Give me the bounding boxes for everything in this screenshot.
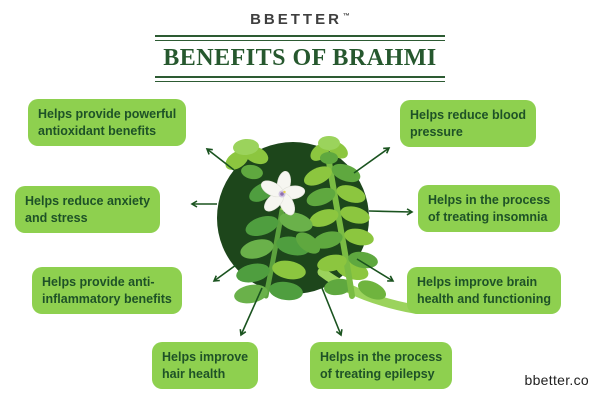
benefit-line: Helps reduce anxiety [25,194,151,208]
brand-logo: BBETTER™ [0,11,600,28]
brand-name: BBETTER [250,11,342,28]
benefit-line: Helps in the process [320,350,443,364]
benefit-line: and stress [25,210,88,225]
website-url: bbetter.co [524,372,589,388]
arrow-epilepsy [321,287,343,337]
benefit-box-brain: Helps improve brain health and functioni… [407,267,562,314]
double-rule-top [155,35,445,41]
benefit-line: Helps provide anti- [42,275,155,289]
benefit-box-blood-pressure: Helps reduce blood pressure [400,100,536,147]
benefit-box-epilepsy: Helps in the process of treating epileps… [310,342,453,389]
white-flower [260,170,306,216]
benefit-box-hair: Helps improve hair health [152,342,259,389]
benefit-line: Helps improve brain [417,275,538,289]
benefit-line: Helps improve [162,350,249,364]
arrow-hair [239,287,263,337]
benefit-box-insomnia: Helps in the process of treating insomni… [418,185,561,232]
benefit-line: inflammatory benefits [42,291,172,306]
benefit-line: of treating insomnia [428,209,548,224]
benefit-line: health and functioning [417,291,552,306]
left-stem [225,138,321,304]
trademark-symbol: ™ [342,13,350,20]
arrow-brain [356,258,395,282]
benefit-line: antioxidant benefits [38,123,157,138]
benefit-line: Helps reduce blood [410,108,526,122]
benefit-box-anxiety: Helps reduce anxiety and stress [15,186,161,233]
benefit-line: pressure [410,124,463,139]
benefit-line: Helps in the process [428,193,551,207]
arrow-insomnia [368,208,414,216]
double-rule-bottom [155,76,445,82]
benefit-line: of treating epilepsy [320,366,435,381]
benefit-line: hair health [162,366,226,381]
arrow-anti-inflammatory [212,264,237,282]
arrow-blood-pressure [353,147,391,174]
title-block: BENEFITS OF BRAHMI [155,35,445,82]
benefit-box-antioxidant: Helps provide powerful antioxidant benef… [28,99,187,146]
benefit-box-anti-inflammatory: Helps provide anti- inflammatory benefit… [32,267,182,314]
right-stem [303,136,378,299]
page-title: BENEFITS OF BRAHMI [163,45,437,71]
benefit-line: Helps provide powerful [38,107,177,121]
arrow-antioxidant [205,148,235,171]
